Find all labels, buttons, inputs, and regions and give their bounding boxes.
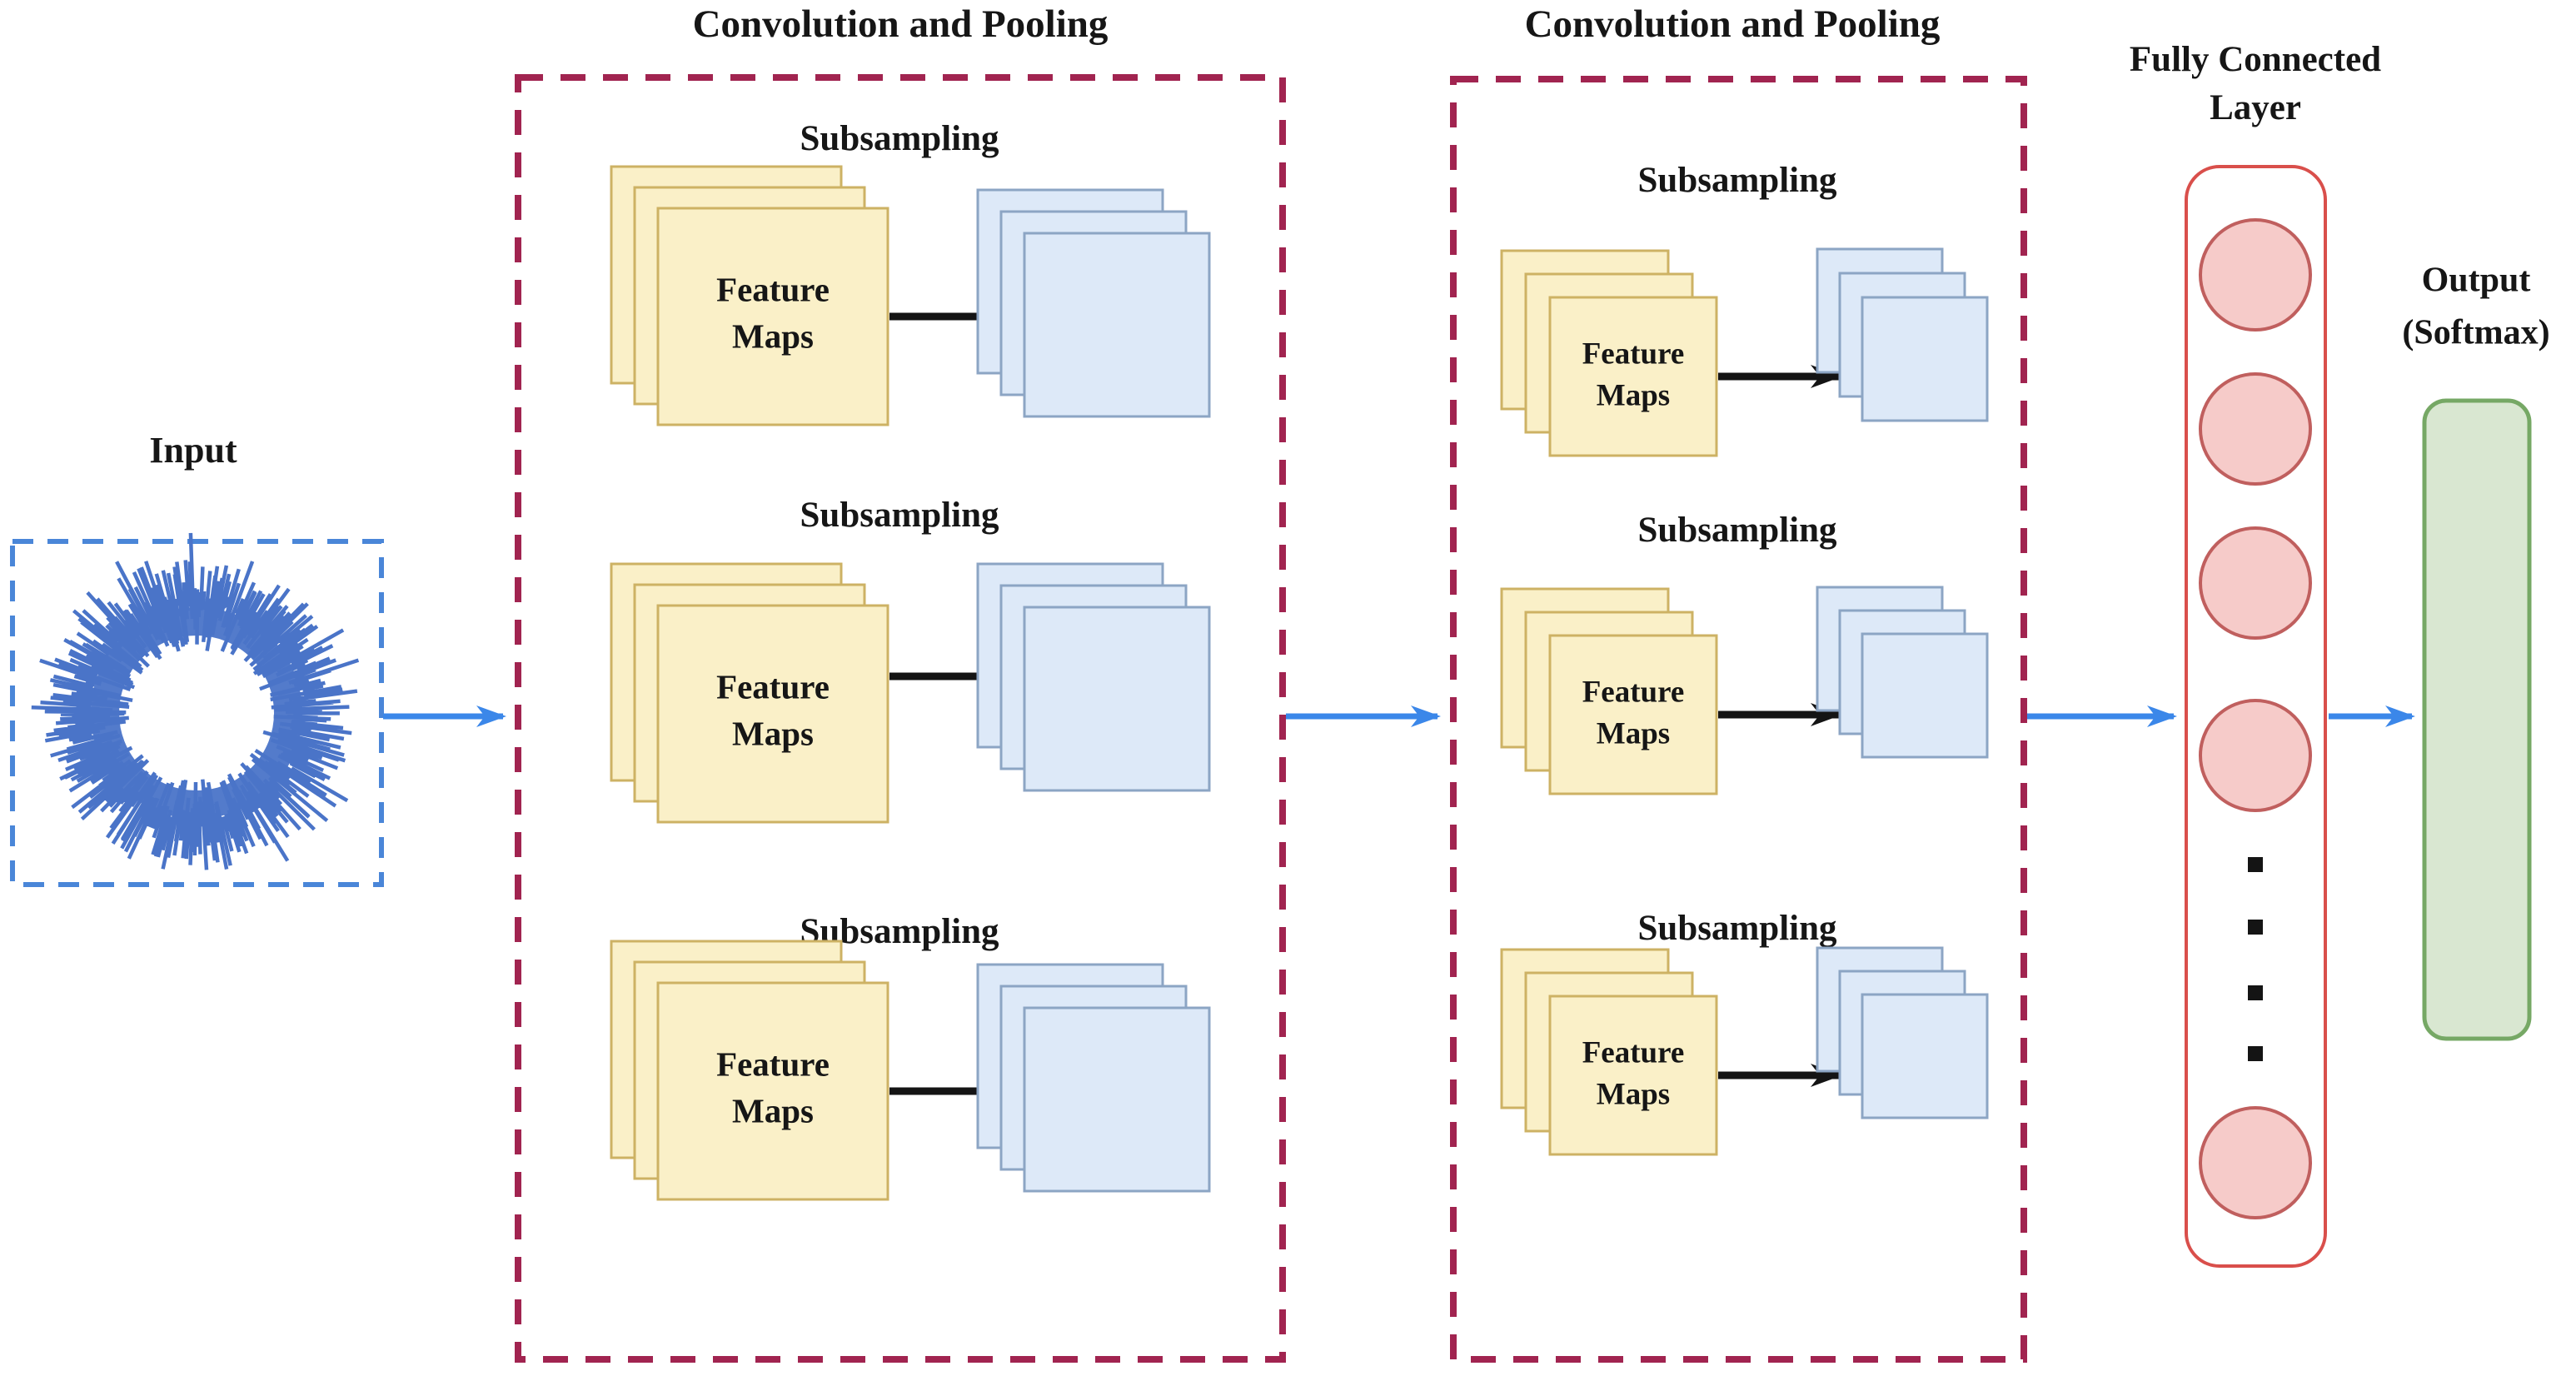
- fc-neuron: [2199, 699, 2312, 812]
- pooled-maps-stack: [976, 562, 1211, 792]
- fc-ellipsis-dot: [2248, 1046, 2263, 1061]
- feature-maps-stack: [610, 165, 889, 426]
- conv-block-2: Convolution and Pooling Subsampling Feat…: [1450, 2, 2027, 1363]
- conv-block-1-border: [515, 74, 1286, 1363]
- feature-map-card: [656, 207, 889, 426]
- pooled-map-card: [1861, 993, 1989, 1119]
- fully-connected-layer: Fully Connected Layer: [2130, 40, 2381, 1268]
- feature-map-card: [656, 604, 889, 824]
- fc-ellipsis-dot: [2248, 985, 2263, 1000]
- feature-map-card: [1548, 296, 1718, 457]
- feature-maps-label-line2: Maps: [1597, 1077, 1670, 1111]
- subsampling-group: Subsampling Feature Maps: [1500, 511, 1989, 795]
- feature-maps-label-line1: Feature: [1582, 675, 1685, 709]
- feature-maps-label-line2: Maps: [1597, 378, 1670, 412]
- pooled-map-card: [1861, 632, 1989, 759]
- input-signal-plot: [31, 532, 360, 870]
- feature-maps-label-line2: Maps: [732, 714, 814, 752]
- conv-block-2-title: Convolution and Pooling: [1525, 2, 1941, 46]
- feature-maps-label-line1: Feature: [1582, 337, 1685, 371]
- subsampling-label: Subsampling: [1637, 909, 1837, 948]
- feature-map-card: [1548, 634, 1718, 795]
- subsampling-label: Subsampling: [800, 496, 999, 535]
- input-section: Input: [10, 430, 384, 887]
- input-label: Input: [149, 430, 237, 471]
- fc-title-line1: Fully Connected: [2130, 40, 2381, 79]
- feature-map-card: [1548, 995, 1718, 1156]
- pooled-maps-stack: [976, 963, 1211, 1193]
- pooled-map-card: [1023, 232, 1211, 418]
- feature-maps-label-line1: Feature: [716, 270, 830, 308]
- conv-block-1-title: Convolution and Pooling: [693, 2, 1109, 46]
- feature-maps-stack: [1500, 587, 1718, 795]
- output-box: [2422, 398, 2532, 1041]
- subsampling-group: Subsampling Feature Maps: [1500, 161, 1989, 457]
- subsampling-label: Subsampling: [1637, 161, 1837, 200]
- subsampling-group: Subsampling Feature Maps: [610, 496, 1211, 824]
- feature-maps-label-line1: Feature: [716, 1044, 830, 1083]
- output-section: Output (Softmax): [2402, 262, 2550, 1041]
- fc-neuron: [2199, 1106, 2312, 1219]
- pooled-map-card: [1861, 296, 1989, 422]
- output-title-line1: Output: [2422, 262, 2531, 300]
- subsampling-label: Subsampling: [1637, 511, 1837, 550]
- conv-block-1: Convolution and Pooling Subsampling Feat…: [515, 2, 1286, 1363]
- feature-maps-label-line2: Maps: [732, 317, 814, 355]
- input-signal-spikes: [31, 532, 360, 870]
- pooled-maps-stack: [1816, 946, 1989, 1119]
- feature-map-card: [656, 981, 889, 1201]
- fc-ellipsis-dot: [2248, 920, 2263, 935]
- conv-block-2-border: [1450, 76, 2027, 1363]
- pooled-maps-stack: [1816, 586, 1989, 759]
- input-box: [10, 539, 384, 887]
- feature-maps-stack: [610, 940, 889, 1201]
- feature-maps-label-line1: Feature: [716, 667, 830, 705]
- subsampling-group: Subsampling Feature Maps: [1500, 909, 1989, 1156]
- pooled-map-card: [1023, 606, 1211, 792]
- pooled-maps-stack: [1816, 247, 1989, 422]
- pooled-map-card: [1023, 1006, 1211, 1193]
- subsampling-group: Subsampling Feature Maps: [610, 119, 1211, 426]
- subsampling-label: Subsampling: [800, 119, 999, 158]
- fc-neuron: [2199, 218, 2312, 332]
- subsampling-group: Subsampling Feature Maps: [610, 912, 1211, 1201]
- feature-maps-label-line2: Maps: [1597, 716, 1670, 750]
- feature-maps-stack: [1500, 249, 1718, 457]
- pooled-maps-stack: [976, 188, 1211, 418]
- fc-neuron: [2199, 526, 2312, 640]
- fc-ellipsis-dot: [2248, 857, 2263, 872]
- feature-maps-label-line2: Maps: [732, 1091, 814, 1129]
- fc-neuron: [2199, 372, 2312, 486]
- output-title-line2: (Softmax): [2402, 314, 2549, 352]
- feature-maps-label-line1: Feature: [1582, 1035, 1685, 1069]
- feature-maps-stack: [610, 562, 889, 824]
- fc-title-line2: Layer: [2210, 88, 2301, 127]
- feature-maps-stack: [1500, 948, 1718, 1156]
